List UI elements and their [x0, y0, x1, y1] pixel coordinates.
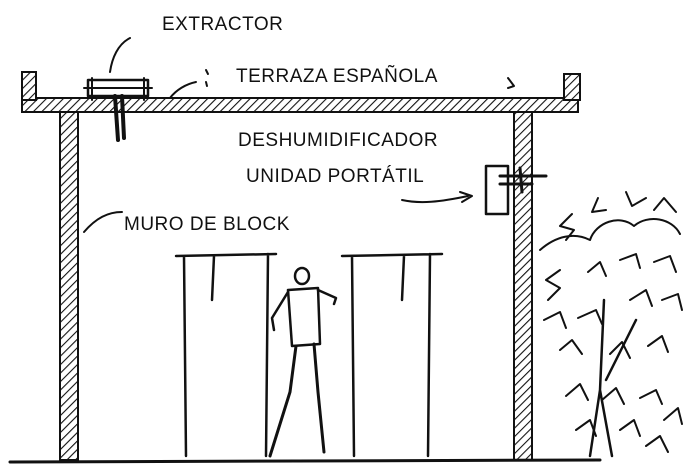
tree-sketch: [539, 191, 683, 458]
terrace-label: TERRAZA ESPAÑOLA: [236, 65, 438, 87]
extractor-leader: [109, 37, 131, 73]
left-block-wall: [59, 111, 79, 461]
ground-line: [8, 458, 602, 464]
block-wall-leader: [83, 211, 123, 233]
portable-unit-label: UNIDAD PORTÁTIL: [246, 166, 424, 187]
person-figure: [268, 266, 338, 458]
roof-slab: [21, 71, 581, 113]
dehumidifier-arrow: [401, 191, 473, 204]
extractor-unit: [83, 77, 153, 142]
terrace-leader: [169, 69, 209, 99]
terrace-mark: [507, 77, 515, 89]
extractor-label: EXTRACTOR: [162, 14, 283, 35]
left-parapet: [21, 71, 37, 101]
dehumidifier-unit: [484, 164, 548, 216]
dehumidifier-label: DESHUMIDIFICADOR: [238, 130, 438, 151]
right-parapet: [563, 73, 581, 101]
hanging-plants: [174, 252, 444, 458]
right-block-wall: [513, 111, 533, 461]
block-wall-label: MURO DE BLOCK: [124, 214, 290, 235]
